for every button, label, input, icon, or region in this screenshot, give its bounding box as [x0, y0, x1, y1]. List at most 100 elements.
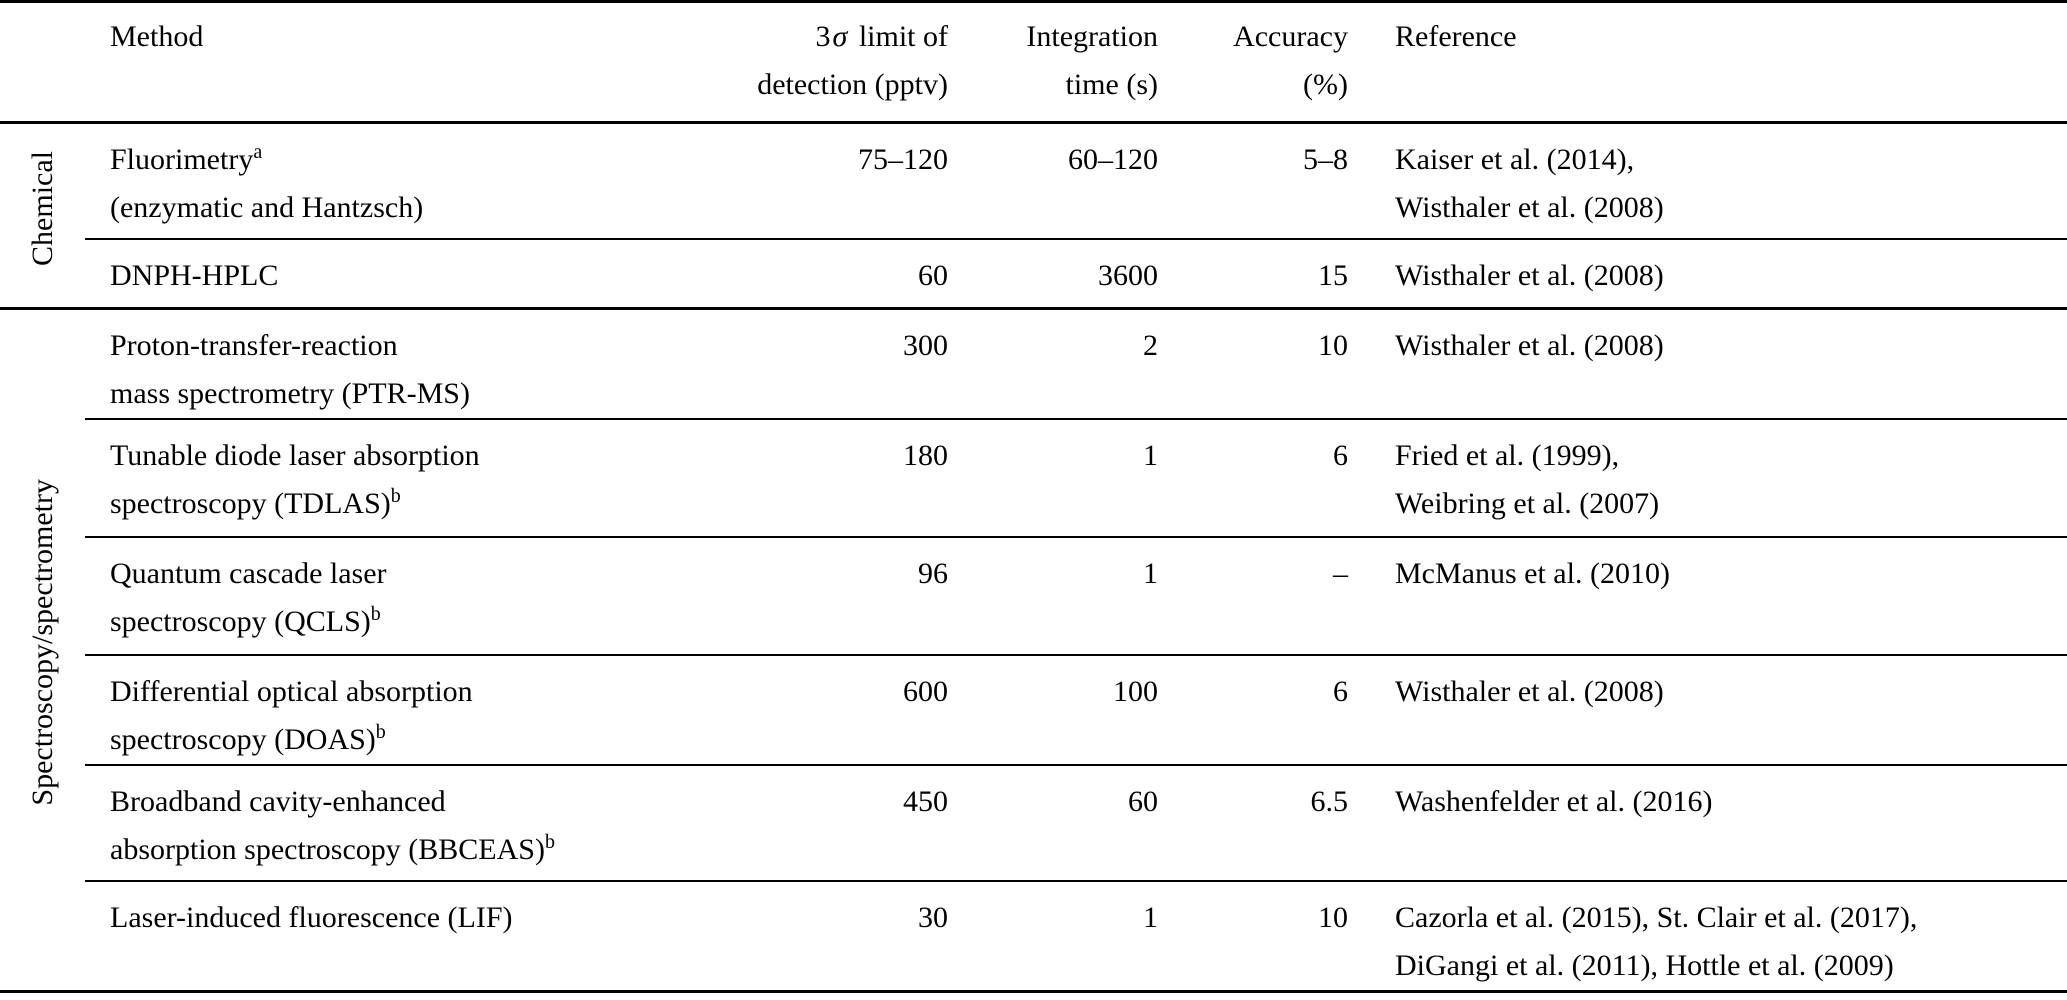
column-header-detection-limit: 3σ limit of detection (pptv) [685, 1, 948, 124]
group-label-spectroscopy-text: Spectroscopy/spectrometry [25, 479, 59, 806]
column-header-integration-time: Integration time (s) [948, 1, 1158, 124]
method-line: absorption spectroscopy (BBCEAS)b [110, 826, 685, 874]
accuracy-cell: 6 [1158, 418, 1348, 537]
column-header-group-empty [0, 1, 85, 124]
reference-cell: Fried et al. (1999), Weibring et al. (20… [1348, 418, 2067, 537]
method-cell: Laser-induced fluorescence (LIF) [85, 880, 685, 992]
method-text: (enzymatic and Hantzsch) [110, 191, 424, 224]
sigma-symbol: σ [832, 20, 848, 53]
reference-cell: Washenfelder et al. (2016) [1348, 764, 2067, 881]
method-cell: Broadband cavity-enhanced absorption spe… [85, 764, 685, 881]
method-line: spectroscopy (QCLS)b [110, 598, 685, 646]
reference-line: Kaiser et al. (2014), [1395, 143, 1635, 176]
method-line: spectroscopy (TDLAS)b [110, 480, 685, 528]
footnote-marker: a [253, 141, 263, 163]
header-reference-label: Reference [1395, 20, 1517, 53]
column-header-method: Method [85, 1, 685, 124]
method-line: (enzymatic and Hantzsch) [110, 184, 685, 232]
header-accuracy-line2: (%) [1303, 68, 1348, 101]
detection-limit-cell: 30 [685, 880, 948, 992]
detection-limit-cell: 96 [685, 536, 948, 655]
reference-cell: Wisthaler et al. (2008) [1348, 237, 2067, 309]
table-row-qcls: Quantum cascade laser spectroscopy (QCLS… [0, 536, 2067, 655]
reference-cell: McManus et al. (2010) [1348, 536, 2067, 655]
header-integration-line1: Integration [1026, 20, 1158, 53]
reference-line: Wisthaler et al. (2008) [1395, 191, 1664, 224]
header-accuracy-line1: Accuracy [1233, 20, 1348, 53]
method-line: Laser-induced fluorescence (LIF) [110, 894, 685, 942]
accuracy-cell: – [1158, 536, 1348, 655]
method-line: DNPH-HPLC [110, 252, 685, 300]
table-row-lif: Laser-induced fluorescence (LIF) 30 1 10… [0, 880, 2067, 992]
table-row-tdlas: Tunable diode laser absorption spectrosc… [0, 418, 2067, 537]
method-text: Quantum cascade laser [110, 557, 387, 590]
detection-limit-cell: 75–120 [858, 143, 948, 176]
integration-time-cell: 60 [948, 764, 1158, 881]
detection-limit-cell: 600 [685, 654, 948, 765]
column-header-accuracy: Accuracy (%) [1158, 1, 1348, 124]
integration-time-cell: 1 [948, 418, 1158, 537]
method-text: Differential optical absorption [110, 675, 473, 708]
integration-time-cell: 100 [948, 654, 1158, 765]
header-integration-line2: time (s) [1065, 68, 1158, 101]
reference-line: Wisthaler et al. (2008) [1395, 258, 1664, 292]
row-group-label-chemical: Chemical [0, 123, 85, 309]
method-text: mass spectrometry (PTR-MS) [110, 377, 470, 410]
method-line: Fluorimetrya [110, 136, 685, 184]
method-cell: Tunable diode laser absorption spectrosc… [85, 418, 685, 537]
footnote-marker: b [390, 485, 401, 507]
group-label-chemical-text: Chemical [25, 150, 59, 266]
accuracy-cell: 10 [1158, 880, 1348, 992]
detection-limit-cell: 300 [685, 307, 948, 419]
accuracy-cell: 6 [1158, 654, 1348, 765]
method-text: Proton-transfer-reaction [110, 329, 398, 362]
method-cell: Differential optical absorption spectros… [85, 654, 685, 765]
table-row-fluorimetry: Chemical Fluorimetrya (enzymatic and Han… [0, 123, 2067, 265]
method-cell: Proton-transfer-reaction mass spectromet… [85, 307, 685, 419]
reference-line: Wisthaler et al. (2008) [1395, 329, 1664, 362]
reference-cell: Wisthaler et al. (2008) [1348, 654, 2067, 765]
reference-line: Washenfelder et al. (2016) [1395, 785, 1713, 818]
footnote-marker: b [544, 831, 555, 853]
table-row-dnph-hplc: DNPH-HPLC 60 3600 15 Wisthaler et al. (2… [0, 237, 2067, 309]
integration-time-cell: 3600 [948, 237, 1158, 309]
footnote-marker: b [370, 603, 381, 625]
header-row: Method 3σ limit of detection (pptv) Inte… [0, 1, 2067, 124]
integration-time-cell: 2 [948, 307, 1158, 419]
header-method-label: Method [110, 20, 204, 53]
method-line: Differential optical absorption [110, 668, 685, 716]
integration-time-cell: 60–120 [1068, 143, 1158, 176]
method-text: absorption spectroscopy (BBCEAS) [110, 833, 545, 866]
header-detection-line1: 3σ limit of [685, 13, 948, 61]
detection-header-number: 3 [815, 20, 831, 53]
reference-cell: Kaiser et al. (2014), Wisthaler et al. (… [1348, 123, 2067, 239]
reference-line: DiGangi et al. (2011), Hottle et al. (20… [1395, 949, 1894, 982]
method-line: mass spectrometry (PTR-MS) [110, 370, 685, 418]
method-line: Quantum cascade laser [110, 550, 685, 598]
table-row-bbceas: Broadband cavity-enhanced absorption spe… [0, 764, 2067, 881]
reference-line: Weibring et al. (2007) [1395, 487, 1660, 520]
accuracy-cell: 6.5 [1158, 764, 1348, 881]
method-text: spectroscopy (DOAS) [110, 723, 376, 756]
accuracy-cell: 5–8 [1303, 143, 1348, 176]
row-group-label-spectroscopy: Spectroscopy/spectrometry [0, 307, 85, 992]
accuracy-cell: 15 [1158, 237, 1348, 309]
reference-line: McManus et al. (2010) [1395, 557, 1670, 590]
method-text: spectroscopy (QCLS) [110, 605, 371, 638]
reference-line: Wisthaler et al. (2008) [1395, 675, 1664, 708]
method-text: Tunable diode laser absorption [110, 439, 480, 472]
reference-cell: Wisthaler et al. (2008) [1348, 307, 2067, 419]
reference-cell: Cazorla et al. (2015), St. Clair et al. … [1348, 880, 2067, 992]
footnote-marker: b [375, 721, 386, 743]
table-row-ptr-ms: Spectroscopy/spectrometry Proton-transfe… [0, 307, 2067, 992]
method-text: DNPH-HPLC [110, 258, 279, 292]
method-line: Broadband cavity-enhanced [110, 778, 685, 826]
reference-line: Fried et al. (1999), [1395, 439, 1620, 472]
integration-time-cell: 1 [948, 536, 1158, 655]
method-cell: DNPH-HPLC [85, 237, 685, 309]
table-row-doas: Differential optical absorption spectros… [0, 654, 2067, 765]
method-line: Tunable diode laser absorption [110, 432, 685, 480]
header-detection-line2: detection (pptv) [757, 68, 948, 101]
